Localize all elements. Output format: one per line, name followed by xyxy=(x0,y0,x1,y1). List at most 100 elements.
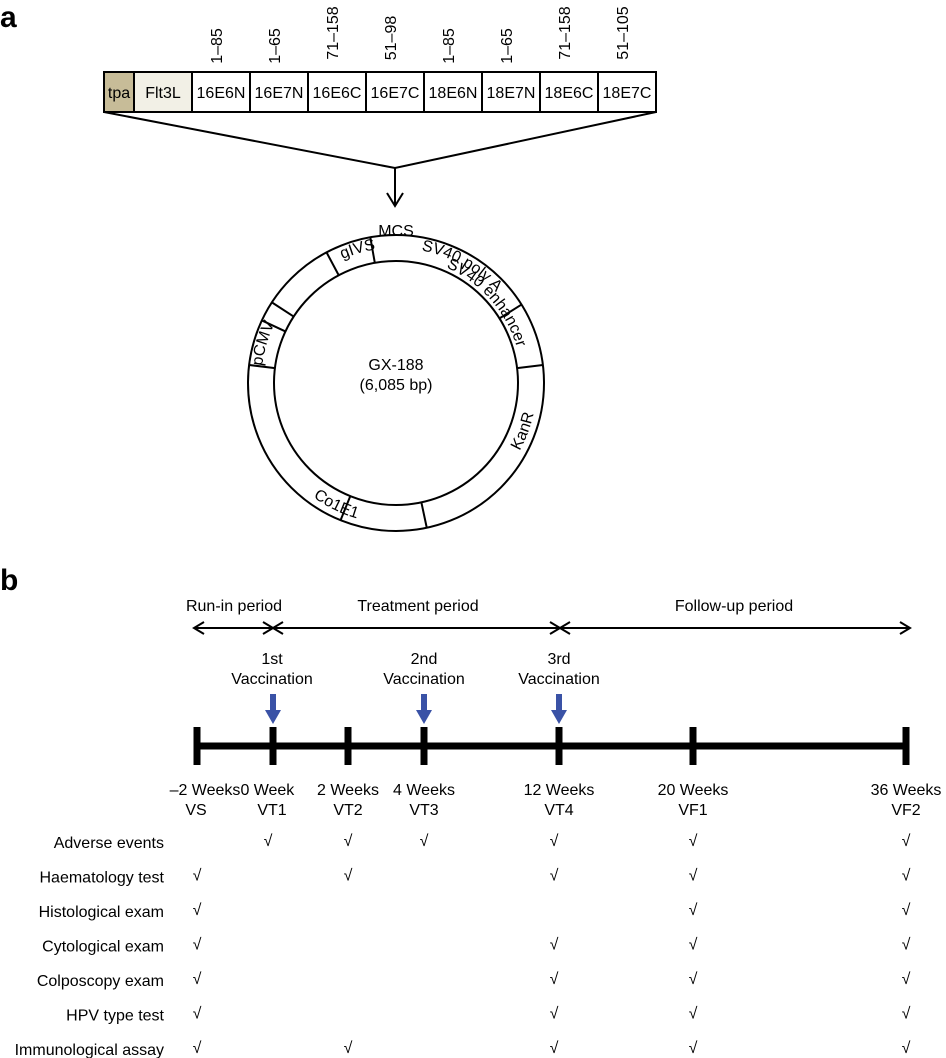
check-mark: √ xyxy=(344,1040,353,1057)
check-mark: √ xyxy=(550,833,559,850)
check-mark: √ xyxy=(902,1040,911,1057)
check-mark: √ xyxy=(193,1006,202,1023)
check-mark: √ xyxy=(550,971,559,988)
check-mark: √ xyxy=(344,868,353,885)
range-label: 1–65 xyxy=(499,28,516,64)
check-mark: √ xyxy=(902,1006,911,1023)
segment-16e6n xyxy=(191,71,251,113)
visit-code-vt4: VT4 xyxy=(544,802,573,819)
vaccination-arrow xyxy=(265,694,281,724)
vaccination-arrow xyxy=(416,694,432,724)
check-mark: √ xyxy=(420,833,429,850)
segment-18e7n xyxy=(481,71,541,113)
visit-time-vt2: 2 Weeks xyxy=(317,782,379,799)
feature-divider xyxy=(325,251,340,276)
check-mark: √ xyxy=(344,833,353,850)
range-label: 71–158 xyxy=(325,6,342,59)
vaccination-3-label: Vaccination xyxy=(518,671,600,688)
feature-divider xyxy=(369,237,376,264)
segment-label: 16E6C xyxy=(313,85,362,102)
check-mark: √ xyxy=(902,868,911,885)
segment-label: 18E6N xyxy=(429,85,478,102)
segment-label: 18E6C xyxy=(545,85,594,102)
range-label: 1–85 xyxy=(209,28,226,64)
feature-divider xyxy=(339,495,352,521)
range-label: 51–98 xyxy=(383,16,400,61)
feature-co1e1: Co1E1 xyxy=(311,486,361,522)
check-mark: √ xyxy=(550,1006,559,1023)
visit-time-vt3: 4 Weeks xyxy=(393,782,455,799)
segment-flt3l xyxy=(133,71,193,113)
assessment-label: Adverse events xyxy=(54,835,164,852)
assessment-label: Immunological assay xyxy=(15,1042,164,1058)
segment-16e7c xyxy=(365,71,425,113)
insert-funnel xyxy=(103,111,657,170)
check-mark: √ xyxy=(689,937,698,954)
period-run-in: Run-in period xyxy=(186,598,282,615)
segment-18e6n xyxy=(423,71,483,113)
check-mark: √ xyxy=(902,971,911,988)
vaccination-1-label: Vaccination xyxy=(231,671,313,688)
segment-label: 16E6N xyxy=(197,85,246,102)
plasmid-map: MCS SV40 poly A SV40 enhancer gIVS pCMV … xyxy=(247,223,545,532)
timeline-tick xyxy=(269,727,277,765)
plasmid-inner-ring xyxy=(273,260,519,506)
segment-label: Flt3L xyxy=(145,85,181,102)
visit-code-vt2: VT2 xyxy=(333,802,362,819)
feature-divider xyxy=(498,303,523,320)
assessment-label: Haematology test xyxy=(39,870,164,887)
check-mark: √ xyxy=(689,1006,698,1023)
feature-dividers xyxy=(248,237,544,528)
vaccination-1-ordinal: 1st xyxy=(261,651,283,668)
visit-time-vt4: 12 Weeks xyxy=(524,782,595,799)
vaccination-3-ordinal: 3rd xyxy=(547,651,570,668)
feature-divider xyxy=(420,502,428,528)
check-mark: √ xyxy=(902,902,911,919)
feature-mcs: MCS xyxy=(378,223,414,240)
visit-code-vt1: VT1 xyxy=(257,802,286,819)
feature-divider xyxy=(248,363,276,370)
check-mark: √ xyxy=(689,971,698,988)
check-mark: √ xyxy=(689,902,698,919)
visit-time-week: Week xyxy=(254,782,296,799)
timeline-tick xyxy=(193,727,201,765)
vaccination-arrows xyxy=(265,694,567,724)
check-mark: √ xyxy=(689,833,698,850)
visit-time-vs: –2 Weeks xyxy=(170,782,241,799)
feature-givs: gIVS xyxy=(338,237,377,263)
range-label: 51–105 xyxy=(615,6,632,59)
visit-time-vf2: 36 Weeks xyxy=(871,782,942,799)
visit-code-vf1: VF1 xyxy=(678,802,707,819)
period-arrows xyxy=(192,621,912,635)
range-label: 71–158 xyxy=(557,6,574,59)
visit-code-vs: VS xyxy=(185,802,206,819)
timeline-tick xyxy=(689,727,697,765)
check-mark: √ xyxy=(902,937,911,954)
timeline-tick xyxy=(344,727,352,765)
visit-code-vf2: VF2 xyxy=(891,802,920,819)
insert-arrowhead xyxy=(386,192,404,208)
segment-label: 18E7C xyxy=(603,85,652,102)
timeline-tick xyxy=(555,727,563,765)
segment-tpa xyxy=(103,71,135,113)
assessment-label: Cytological exam xyxy=(42,939,164,956)
segment-label: 16E7N xyxy=(255,85,304,102)
range-labels: 1–85 1–65 71–158 51–98 1–85 1–65 71–158 … xyxy=(209,6,632,64)
check-mark: √ xyxy=(550,1040,559,1057)
range-label: 1–65 xyxy=(267,28,284,64)
visit-code-vt3: VT3 xyxy=(409,802,438,819)
segment-18e7c xyxy=(597,71,657,113)
period-follow-up: Follow-up period xyxy=(675,598,793,615)
construct-bar: tpa Flt3L 16E6N 16E7N 16E6C 16E7C 18E6N … xyxy=(103,71,657,113)
feature-divider xyxy=(271,301,295,318)
timeline-ticks xyxy=(193,727,910,765)
timeline-tick xyxy=(902,727,910,765)
plasmid-size: (6,085 bp) xyxy=(360,377,433,394)
range-label: 1–85 xyxy=(441,28,458,64)
assessment-label: Histological exam xyxy=(39,904,164,921)
segment-label: 18E7N xyxy=(487,85,536,102)
plasmid-outer-ring xyxy=(247,234,545,532)
feature-divider xyxy=(261,319,286,333)
check-mark: √ xyxy=(902,833,911,850)
